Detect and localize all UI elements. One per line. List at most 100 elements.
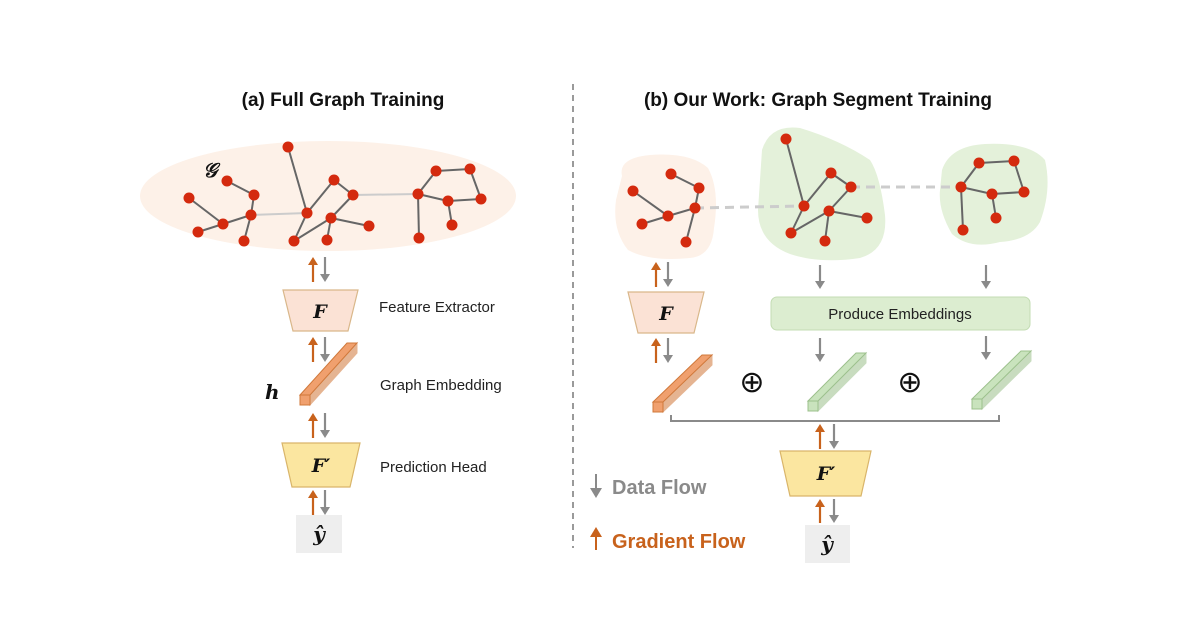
- graph-edge: [435, 168, 471, 172]
- flow-arrows-b: [651, 262, 991, 523]
- graph-node: [845, 181, 857, 193]
- panel-a-title: (a) Full Graph Training: [242, 90, 445, 111]
- cross-segment-edge: [694, 204, 805, 210]
- graph-edge: [978, 160, 1015, 164]
- graph-edge: [803, 172, 832, 207]
- prediction-head-block-b: F′: [779, 450, 872, 497]
- segment-embedding-green-1: [806, 351, 868, 413]
- extractor-symbol: F: [312, 301, 328, 323]
- graph-node: [288, 235, 300, 247]
- graph-node: [1018, 186, 1030, 198]
- graph-embedding-label: Graph Embedding: [380, 377, 502, 394]
- graph-edge: [287, 146, 308, 214]
- extractor-symbol-b: F: [658, 303, 674, 325]
- embedding-symbol: h: [265, 380, 280, 404]
- legend-gradient-flow: Gradient Flow: [590, 527, 746, 553]
- gradient-flow-label: Gradient Flow: [612, 531, 746, 553]
- graph-node: [955, 181, 967, 193]
- graph-node: [442, 195, 454, 207]
- cross-segment-edge: [352, 193, 419, 196]
- graph-edge: [306, 179, 335, 214]
- down-arrow-icon: [590, 488, 602, 498]
- graph-node: [363, 220, 375, 232]
- graph-node: [798, 200, 810, 212]
- segmented-graph: [627, 133, 1030, 248]
- graph-node: [221, 175, 233, 187]
- aggregation-bracket: [670, 415, 1000, 422]
- graph-node: [192, 226, 204, 238]
- graph-edge: [632, 190, 669, 217]
- segment-1-region: [615, 154, 716, 259]
- graph-node: [301, 207, 313, 219]
- graph-node: [245, 209, 257, 221]
- panel-a: (a) Full Graph Training 𝒢 F Feature Extr…: [140, 90, 516, 553]
- bar-front: [652, 401, 664, 413]
- graph-node: [665, 168, 677, 180]
- down-arrow-icon: [320, 507, 330, 515]
- graph-node: [217, 218, 229, 230]
- graph-edge: [960, 186, 964, 231]
- down-arrow-icon: [981, 281, 991, 289]
- graph-node: [1008, 155, 1020, 167]
- panel-b: (b) Our Work: Graph Segment Training F P…: [590, 90, 1048, 563]
- graph-embedding-bar: [298, 341, 359, 407]
- bar-side: [662, 353, 713, 414]
- up-arrow-icon: [308, 413, 318, 421]
- bar-front: [807, 400, 819, 412]
- down-arrow-icon: [320, 274, 330, 282]
- graph-node: [823, 205, 835, 217]
- produce-embeddings-box: Produce Embeddings: [770, 296, 1031, 331]
- graph-embedding: [298, 341, 359, 407]
- data-flow-label: Data Flow: [612, 477, 707, 499]
- down-arrow-icon: [829, 515, 839, 523]
- down-arrow-icon: [663, 279, 673, 287]
- graph-edge: [293, 217, 332, 242]
- graph-node: [238, 235, 250, 247]
- full-graph: [183, 141, 487, 247]
- up-arrow-icon: [590, 527, 602, 537]
- graph-edge: [188, 197, 224, 225]
- down-arrow-icon: [815, 281, 825, 289]
- graph-node: [347, 189, 359, 201]
- panel-b-title: (b) Our Work: Graph Segment Training: [644, 90, 992, 111]
- legend: Data Flow Gradient Flow: [590, 474, 746, 553]
- flow-arrows-a: [308, 257, 330, 515]
- graph-node: [825, 167, 837, 179]
- graph-node: [990, 212, 1002, 224]
- graph-node: [413, 232, 425, 244]
- segment-embedding-green-2: [970, 349, 1033, 411]
- graph-edge: [330, 217, 370, 227]
- graph-node: [412, 188, 424, 200]
- prediction-head-block: F′: [281, 442, 361, 488]
- graph-node: [325, 212, 337, 224]
- graph-node: [662, 210, 674, 222]
- legend-data-flow: Data Flow: [590, 474, 707, 499]
- bar-top: [298, 342, 359, 396]
- graph-node: [183, 192, 195, 204]
- graph-node: [475, 193, 487, 205]
- feature-extractor-label: Feature Extractor: [379, 299, 495, 316]
- combine-icon-2: ⊕: [897, 365, 922, 400]
- up-arrow-icon: [651, 262, 661, 270]
- graph-node: [780, 133, 792, 145]
- graph-node: [693, 182, 705, 194]
- graph-edge: [790, 210, 830, 234]
- graph-edge: [785, 138, 805, 207]
- segment-2-region: [758, 127, 886, 261]
- head-symbol: F′: [311, 455, 331, 477]
- graph-node: [689, 202, 701, 214]
- graph-node: [321, 234, 333, 246]
- segment-embedding-orange: [651, 353, 714, 414]
- graph-node: [785, 227, 797, 239]
- down-arrow-icon: [320, 354, 330, 362]
- graph-node: [986, 188, 998, 200]
- graph-edge: [447, 198, 482, 202]
- bar-side: [981, 349, 1032, 411]
- graph-node: [861, 212, 873, 224]
- down-arrow-icon: [829, 441, 839, 449]
- output-box: ŷ: [296, 515, 342, 553]
- down-arrow-icon: [663, 355, 673, 363]
- head-symbol-b: F′: [816, 463, 836, 485]
- feature-extractor-block-b: F: [627, 291, 705, 334]
